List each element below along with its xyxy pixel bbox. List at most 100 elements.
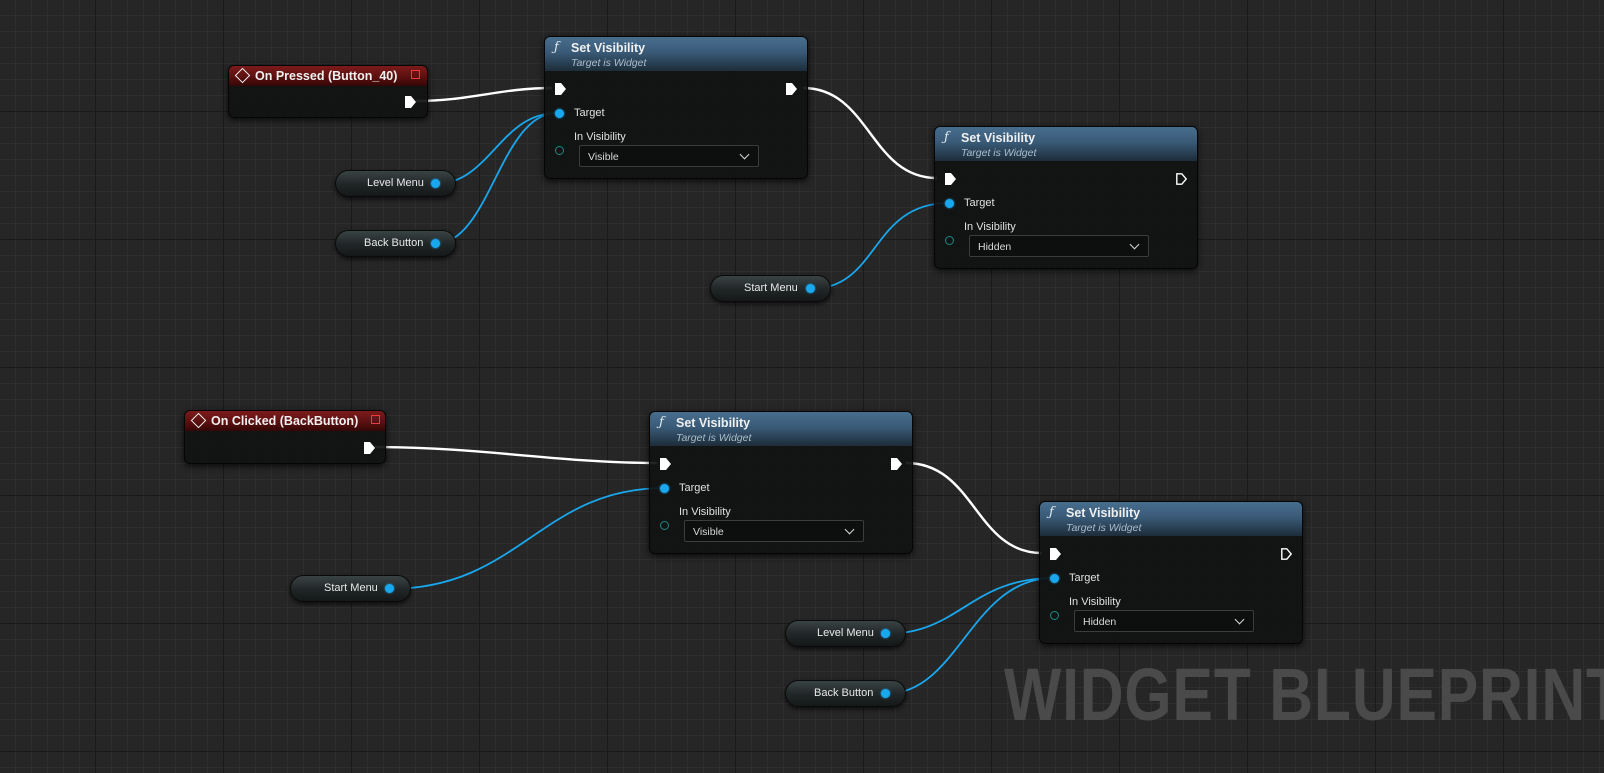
data-wire bbox=[434, 112, 558, 185]
variable-label: Back Button bbox=[814, 687, 874, 699]
variable-output-pin[interactable] bbox=[881, 689, 890, 698]
exec-output-pin[interactable] bbox=[891, 458, 902, 470]
visibility-dropdown[interactable]: Visible bbox=[579, 145, 759, 167]
node-title: Set Visibility bbox=[676, 416, 751, 430]
exec-output-pin-unconnected[interactable] bbox=[1281, 548, 1292, 560]
function-icon: ƒ bbox=[554, 40, 559, 55]
event-node-on-pressed[interactable]: On Pressed (Button_40) bbox=[228, 65, 428, 118]
visibility-pin[interactable] bbox=[1050, 611, 1059, 620]
set-visibility-node-3[interactable]: ƒ Set Visibility Target is Widget Target… bbox=[649, 411, 913, 554]
exec-arrow-icon bbox=[660, 458, 671, 470]
chevron-down-icon bbox=[739, 149, 750, 160]
exec-arrow-icon bbox=[405, 96, 416, 108]
node-header: ƒ Set Visibility Target is Widget bbox=[1040, 502, 1302, 536]
set-visibility-node-4[interactable]: ƒ Set Visibility Target is Widget Target… bbox=[1039, 501, 1303, 644]
variable-label: Back Button bbox=[364, 237, 424, 249]
exec-output-pin[interactable] bbox=[786, 83, 797, 95]
chevron-down-icon bbox=[1129, 239, 1140, 250]
node-subtitle: Target is Widget bbox=[1066, 522, 1142, 534]
variable-label: Start Menu bbox=[324, 582, 378, 594]
variable-output-pin[interactable] bbox=[431, 239, 440, 248]
exec-arrow-icon bbox=[891, 458, 902, 470]
event-title: On Clicked (BackButton) bbox=[211, 414, 359, 428]
event-node-on-clicked[interactable]: On Clicked (BackButton) bbox=[184, 410, 386, 464]
delegate-pin[interactable] bbox=[371, 415, 380, 424]
dropdown-value: Hidden bbox=[1083, 616, 1117, 628]
node-subtitle: Target is Widget bbox=[676, 432, 752, 444]
variable-back-button[interactable]: Back Button bbox=[785, 680, 906, 707]
variable-label: Level Menu bbox=[367, 177, 424, 189]
exec-arrow-outline-icon bbox=[1176, 173, 1187, 185]
target-label: Target bbox=[679, 482, 710, 494]
exec-output-pin[interactable] bbox=[364, 442, 375, 454]
exec-input-pin[interactable] bbox=[945, 173, 956, 185]
function-icon: ƒ bbox=[659, 415, 664, 430]
exec-arrow-icon bbox=[1050, 548, 1061, 560]
visibility-label: In Visibility bbox=[679, 506, 731, 518]
visibility-dropdown[interactable]: Visible bbox=[684, 520, 864, 542]
graph-type-watermark: WIDGET BLUEPRINT bbox=[1004, 653, 1604, 736]
visibility-label: In Visibility bbox=[574, 131, 626, 143]
visibility-pin[interactable] bbox=[945, 236, 954, 245]
variable-output-pin[interactable] bbox=[385, 584, 394, 593]
set-visibility-node-2[interactable]: ƒ Set Visibility Target is Widget Target… bbox=[934, 126, 1198, 269]
event-header: On Clicked (BackButton) bbox=[185, 411, 385, 431]
variable-output-pin[interactable] bbox=[881, 629, 890, 638]
target-label: Target bbox=[1069, 572, 1100, 584]
visibility-pin[interactable] bbox=[555, 146, 564, 155]
variable-back-button[interactable]: Back Button bbox=[335, 230, 456, 257]
exec-input-pin[interactable] bbox=[1050, 548, 1061, 560]
target-label: Target bbox=[574, 107, 605, 119]
node-subtitle: Target is Widget bbox=[961, 147, 1037, 159]
variable-level-menu[interactable]: Level Menu bbox=[785, 620, 906, 647]
variable-level-menu[interactable]: Level Menu bbox=[335, 170, 456, 197]
dropdown-value: Visible bbox=[588, 151, 619, 163]
data-wire bbox=[809, 202, 950, 290]
exec-input-pin[interactable] bbox=[660, 458, 671, 470]
visibility-label: In Visibility bbox=[964, 221, 1016, 233]
event-title: On Pressed (Button_40) bbox=[255, 69, 398, 83]
visibility-pin[interactable] bbox=[660, 521, 669, 530]
exec-arrow-icon bbox=[555, 83, 566, 95]
target-pin[interactable] bbox=[660, 484, 669, 493]
exec-arrow-outline-icon bbox=[1281, 548, 1292, 560]
data-wire bbox=[388, 487, 666, 590]
set-visibility-node-1[interactable]: ƒ Set Visibility Target is Widget Target… bbox=[544, 36, 808, 179]
variable-start-menu[interactable]: Start Menu bbox=[710, 275, 831, 302]
node-subtitle: Target is Widget bbox=[571, 57, 647, 69]
chevron-down-icon bbox=[844, 524, 855, 535]
node-header: ƒ Set Visibility Target is Widget bbox=[650, 412, 912, 446]
exec-wire bbox=[802, 86, 938, 180]
variable-label: Start Menu bbox=[744, 282, 798, 294]
visibility-dropdown[interactable]: Hidden bbox=[1074, 610, 1254, 632]
node-header: ƒ Set Visibility Target is Widget bbox=[545, 37, 807, 71]
variable-label: Level Menu bbox=[817, 627, 874, 639]
target-label: Target bbox=[964, 197, 995, 209]
visibility-dropdown[interactable]: Hidden bbox=[969, 235, 1149, 257]
exec-wire bbox=[415, 86, 553, 103]
target-pin[interactable] bbox=[1050, 574, 1059, 583]
delegate-pin[interactable] bbox=[411, 70, 420, 79]
target-pin[interactable] bbox=[945, 199, 954, 208]
visibility-label: In Visibility bbox=[1069, 596, 1121, 608]
variable-start-menu[interactable]: Start Menu bbox=[290, 575, 411, 602]
event-header: On Pressed (Button_40) bbox=[229, 66, 427, 86]
dropdown-value: Visible bbox=[693, 526, 724, 538]
node-header: ƒ Set Visibility Target is Widget bbox=[935, 127, 1197, 161]
exec-output-pin[interactable] bbox=[405, 96, 416, 108]
data-wire bbox=[884, 577, 1055, 635]
event-diamond-icon bbox=[190, 412, 207, 429]
exec-wire bbox=[905, 461, 1043, 555]
node-title: Set Visibility bbox=[571, 41, 646, 55]
variable-output-pin[interactable] bbox=[806, 284, 815, 293]
exec-output-pin-unconnected[interactable] bbox=[1176, 173, 1187, 185]
target-pin[interactable] bbox=[555, 109, 564, 118]
variable-output-pin[interactable] bbox=[431, 179, 440, 188]
dropdown-value: Hidden bbox=[978, 241, 1012, 253]
chevron-down-icon bbox=[1234, 614, 1245, 625]
event-diamond-icon bbox=[234, 67, 251, 84]
exec-wire bbox=[373, 445, 658, 465]
exec-arrow-icon bbox=[945, 173, 956, 185]
function-icon: ƒ bbox=[944, 130, 949, 145]
exec-input-pin[interactable] bbox=[555, 83, 566, 95]
